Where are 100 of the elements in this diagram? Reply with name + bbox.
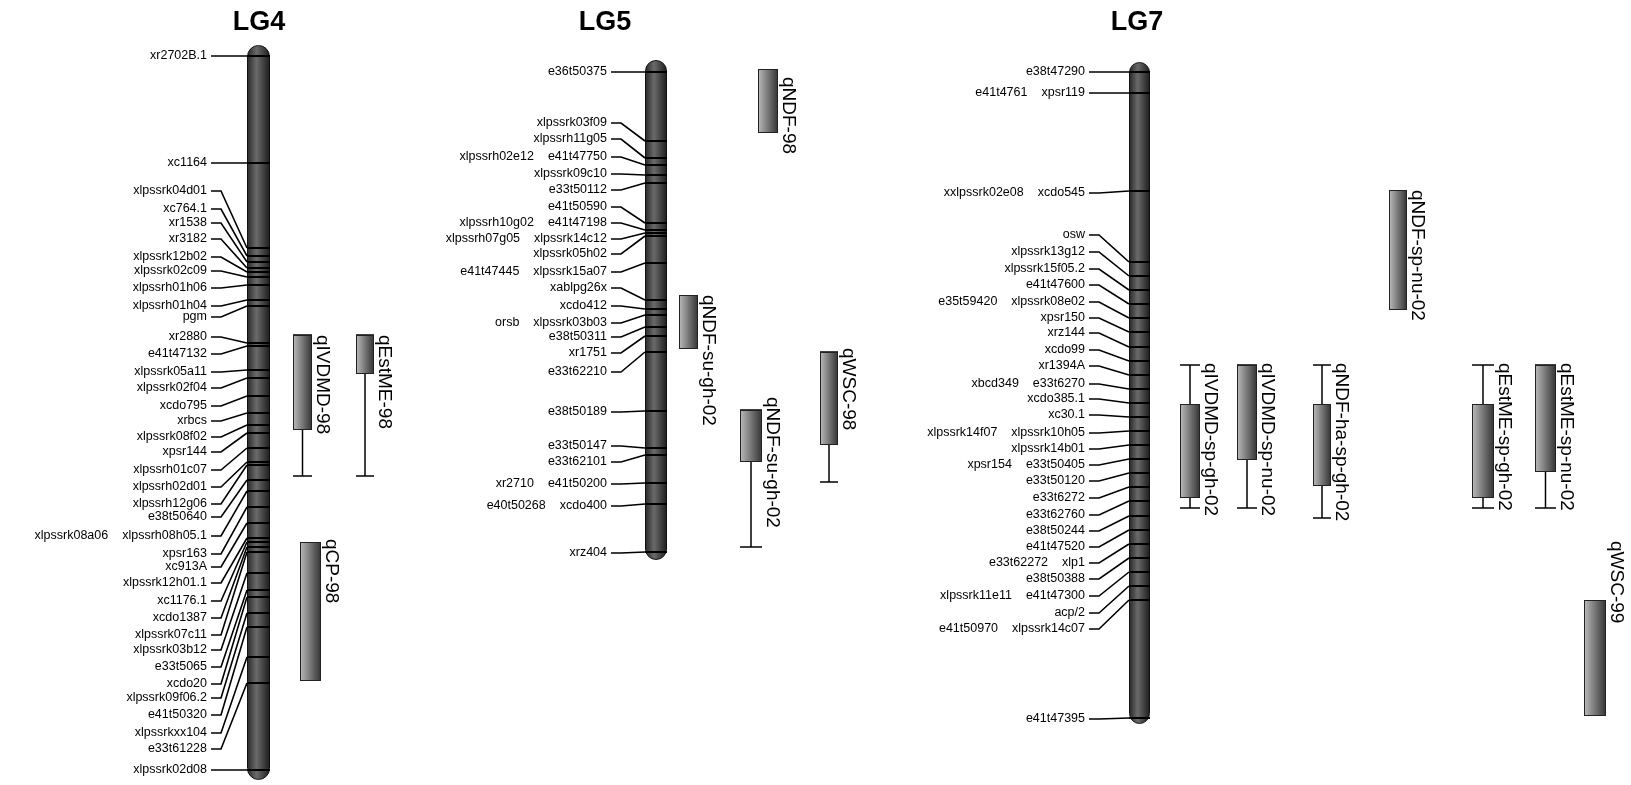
- leader-line: [610, 326, 646, 338]
- leader-line: [210, 345, 248, 355]
- qtl-label: qNDF-sp-nu-02: [1408, 190, 1429, 321]
- leader-line: [610, 156, 646, 166]
- leader-line: [210, 464, 248, 505]
- marker-label: xr1394A: [1038, 358, 1085, 373]
- marker-label: xlpssrk08e02: [1011, 294, 1085, 309]
- leader-line: [1088, 585, 1130, 614]
- marker-label: xlpssrk14b01: [1011, 441, 1085, 456]
- leader-line: [210, 369, 248, 373]
- leader-line: [210, 256, 248, 273]
- marker-label: xcdo412: [559, 298, 607, 313]
- leader-line: [610, 305, 646, 310]
- marker-label: xlpssrk03f09: [536, 115, 607, 130]
- leader-line: [210, 284, 248, 289]
- marker-label: xlpssrk09f06.2: [126, 690, 207, 705]
- leader-line: [610, 262, 646, 273]
- leader-line: [1088, 515, 1130, 532]
- marker-label: xlpssrk12h01.1: [122, 575, 207, 590]
- marker-label: xcdo385.1: [1027, 391, 1085, 406]
- marker-label: e41t47300: [1025, 588, 1085, 603]
- chromosome-title: LG5: [578, 6, 632, 36]
- leader-line: [210, 377, 248, 389]
- marker-label: e38t50388: [1025, 571, 1085, 586]
- marker-label: e35t59420: [938, 294, 998, 309]
- leader-line: [610, 122, 646, 142]
- marker-label: xlpssrk14f07: [927, 425, 998, 440]
- marker-label: xlpssrk15f05.2: [1004, 261, 1085, 276]
- marker-label: e38t50244: [1025, 523, 1085, 538]
- leader-line: [610, 454, 646, 463]
- leader-line: [1088, 486, 1130, 499]
- marker-label: xlpssrh01h06: [132, 280, 207, 295]
- leader-line: [210, 612, 248, 699]
- marker-label: xlpssrk09c10: [534, 166, 607, 181]
- leader-line: [1088, 500, 1130, 516]
- leader-line: [1088, 444, 1130, 450]
- leader-line: [1088, 383, 1130, 390]
- marker-label: xlpssrk15a07: [533, 264, 607, 279]
- leader-line: [1088, 398, 1130, 404]
- marker-label: xlpssrk11e11: [940, 588, 1012, 603]
- leader-line: [210, 395, 248, 407]
- leader-line: [210, 546, 248, 619]
- leader-line: [1088, 268, 1130, 291]
- leader-line: [210, 55, 248, 57]
- marker-label: xlpssrk04d01: [133, 183, 207, 198]
- leader-line: [210, 541, 248, 602]
- leader-line: [1088, 458, 1130, 466]
- marker-label: xlpssrk05a11: [134, 364, 207, 379]
- marker-label: xlpssrk08a06: [34, 528, 109, 543]
- leader-line: [610, 222, 646, 231]
- marker-label: xlpssrh08h05.1: [122, 528, 207, 543]
- leader-line: [210, 572, 248, 651]
- marker-label: xlpssrk02c09: [134, 263, 207, 278]
- marker-label: orsb: [495, 315, 520, 330]
- marker-label: xlpssrh01c07: [133, 462, 207, 477]
- leader-line: [210, 412, 248, 422]
- marker-label: xlpssrk14c07: [1012, 621, 1085, 636]
- marker-label: xlpssrk13g12: [1011, 244, 1085, 259]
- leader-line: [210, 551, 248, 636]
- leader-line: [210, 596, 248, 685]
- leader-line: [210, 589, 248, 668]
- leader-line: [610, 482, 646, 485]
- marker-label: e41t4761: [975, 85, 1028, 100]
- leader-line: [1088, 71, 1130, 73]
- marker-label: xcdo545: [1037, 185, 1085, 200]
- marker-label: xrz144: [1047, 325, 1085, 340]
- marker-label: xlpssrh07g05: [445, 231, 521, 246]
- leader-line: [1088, 251, 1130, 277]
- marker-label: e41t47750: [547, 149, 607, 164]
- leader-line: [610, 232, 646, 240]
- leader-line: [1088, 332, 1130, 348]
- leader-line: [210, 656, 248, 734]
- marker-label: xpsr163: [162, 546, 207, 561]
- marker-label: xlpssrk07c11: [134, 627, 207, 642]
- marker-label: xc764.1: [163, 201, 207, 216]
- leader-line: [1088, 92, 1130, 94]
- marker-label: xpsr154: [967, 457, 1012, 472]
- marker-label: xrbcs: [177, 413, 207, 428]
- leader-line: [210, 222, 248, 263]
- leader-line: [610, 551, 646, 554]
- qtl-label: qEstME-98: [375, 335, 396, 429]
- leader-line: [1088, 543, 1130, 564]
- leader-line: [1088, 190, 1130, 194]
- leader-line: [210, 682, 248, 750]
- leader-line: [610, 503, 646, 507]
- marker-label: xrz404: [569, 545, 607, 560]
- leader-line: [1088, 414, 1130, 418]
- marker-label: e41t50320: [147, 707, 207, 722]
- leader-line: [210, 424, 248, 438]
- leader-line: [1088, 234, 1130, 263]
- leader-line: [1088, 557, 1130, 580]
- leader-line: [210, 305, 248, 318]
- marker-label: e40t50268: [486, 498, 546, 513]
- qtl-label: qNDF-ha-sp-gh-02: [1332, 363, 1353, 522]
- marker-label: e33t62760: [1025, 507, 1085, 522]
- qtl-label: qNDF-su-gh-02: [699, 295, 720, 426]
- marker-label: xc30.1: [1048, 407, 1085, 422]
- leader-line: [210, 490, 248, 537]
- qtl-label: qWSC-98: [839, 348, 860, 431]
- marker-label: e33t5065: [154, 659, 207, 674]
